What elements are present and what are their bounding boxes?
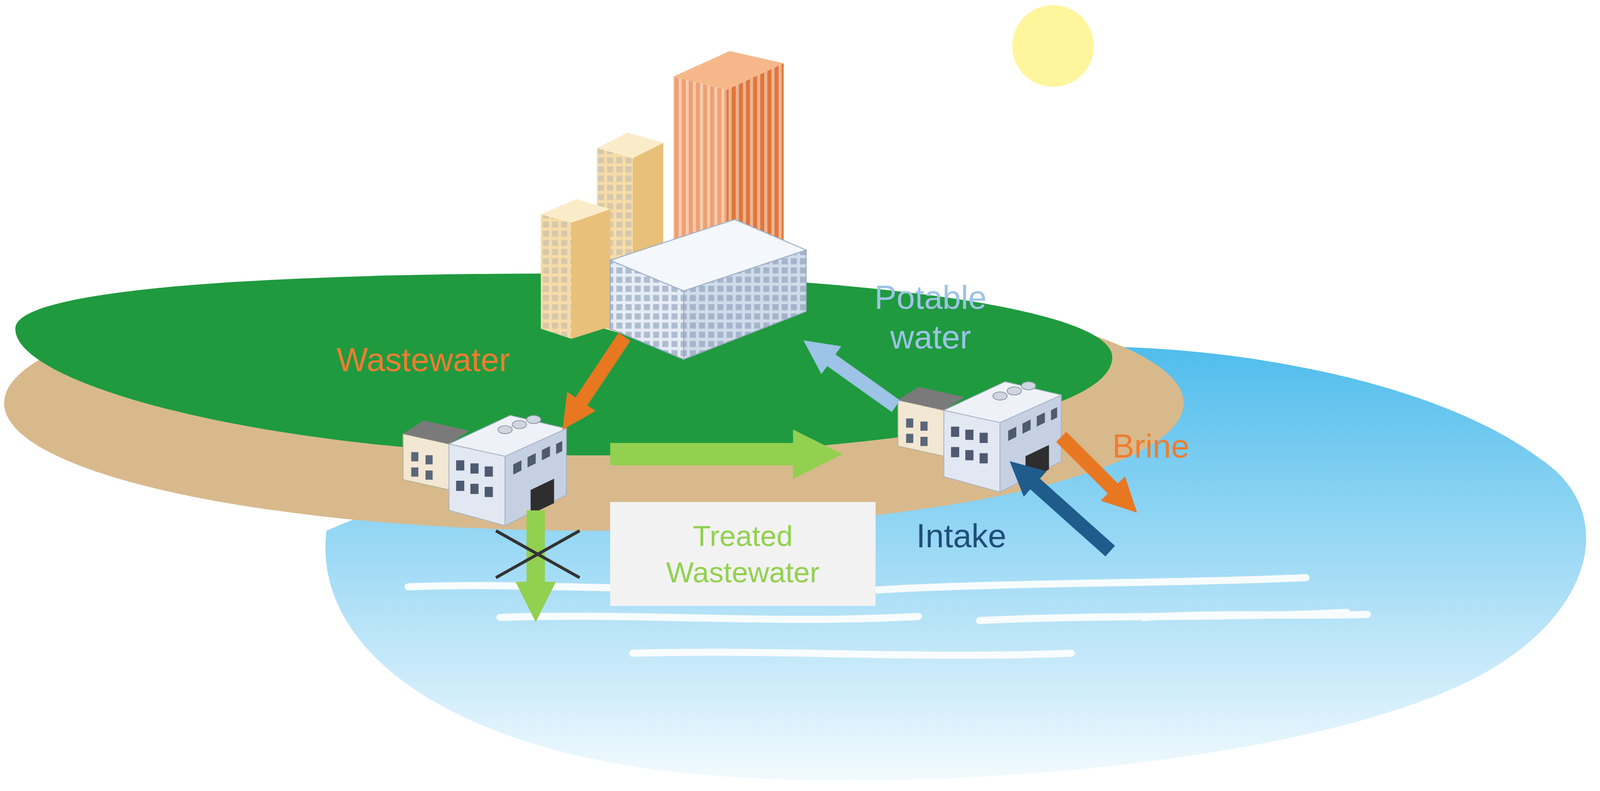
brine-arrow [1061, 436, 1116, 492]
sun [1012, 5, 1094, 87]
box-text: Treated Wastewater [641, 517, 845, 591]
potable-arrow [828, 358, 897, 407]
flow-label: Intake [916, 516, 1007, 556]
intake-arrow [1032, 481, 1111, 552]
waves [408, 577, 1368, 656]
cross-mark [495, 530, 580, 578]
wastewater-plant [402, 415, 567, 526]
flow-label: Brine [1112, 426, 1190, 467]
tower-roof [673, 51, 784, 90]
wastewater-arrow [579, 336, 625, 405]
office-roof [610, 219, 807, 291]
city-buildings [540, 51, 807, 360]
flow-label: Potable water [852, 277, 1009, 358]
reuse-arrow [610, 442, 799, 466]
text-box: Treated Wastewater [610, 502, 876, 606]
tower-face [540, 214, 572, 340]
cross-mark [495, 530, 580, 578]
flow-label: Wastewater [336, 340, 511, 380]
tower-face [571, 209, 611, 339]
tower-roof [540, 198, 611, 223]
tower-roof [596, 132, 664, 159]
desalination-plant [897, 381, 1062, 492]
